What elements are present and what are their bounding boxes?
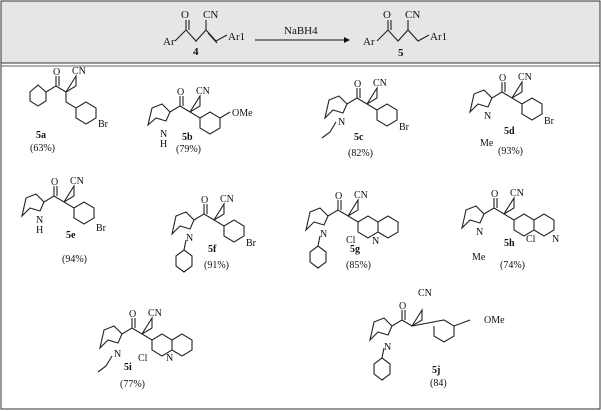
reactant-cn: CN bbox=[203, 9, 218, 21]
5i-quin-n: N bbox=[166, 353, 173, 364]
5h-oxygen: O bbox=[491, 189, 498, 200]
5h-nsub: Me bbox=[472, 252, 486, 263]
5b-n: N bbox=[160, 129, 167, 140]
scheme-header bbox=[1, 1, 600, 63]
5h-quin-n: N bbox=[552, 234, 559, 245]
compound-5b: O CN OMe N H 5b (79%) bbox=[147, 86, 253, 155]
product-ar1: Ar1 bbox=[430, 31, 447, 43]
reactant-ar1: Ar1 bbox=[228, 31, 245, 43]
5g-yield: (85%) bbox=[346, 260, 371, 271]
5f-yield: (91%) bbox=[204, 260, 229, 271]
5j-label: 5j bbox=[432, 365, 440, 376]
5a-cn: CN bbox=[72, 66, 86, 77]
5h-yield: (74%) bbox=[500, 260, 525, 271]
5d-substituent: Br bbox=[544, 116, 555, 127]
5a-substituent: Br bbox=[98, 119, 109, 130]
5e-n: N bbox=[36, 215, 43, 226]
5a-oxygen: O bbox=[53, 67, 60, 78]
5d-oxygen: O bbox=[499, 73, 506, 84]
5d-nsub: Me bbox=[480, 138, 494, 149]
5b-oxygen: O bbox=[177, 87, 184, 98]
5c-oxygen: O bbox=[354, 79, 361, 90]
5i-label: 5i bbox=[124, 362, 132, 373]
5d-cn: CN bbox=[518, 72, 532, 83]
5c-cn: CN bbox=[373, 78, 387, 89]
product-ar: Ar bbox=[363, 36, 375, 48]
5d-yield: (93%) bbox=[498, 146, 523, 157]
5h-n: N bbox=[476, 227, 483, 238]
5j-substituent: OMe bbox=[484, 315, 505, 326]
reactant-4: O CN Ar Ar1 4 bbox=[163, 9, 245, 58]
5f-label: 5f bbox=[208, 244, 217, 255]
5b-nh: H bbox=[160, 139, 167, 150]
5f-n: N bbox=[186, 233, 193, 244]
compound-5a: O CN Br 5a (63%) bbox=[29, 66, 109, 154]
product-5: O CN Ar Ar1 5 bbox=[363, 9, 447, 59]
5e-yield: (94%) bbox=[62, 254, 87, 265]
5i-n: N bbox=[114, 349, 121, 360]
5g-cl: Cl bbox=[346, 235, 356, 246]
compound-5f: O CN Br N 5f (91%) bbox=[171, 194, 257, 273]
5i-cl: Cl bbox=[138, 353, 148, 364]
reactant-oxygen: O bbox=[181, 9, 189, 21]
5h-cn: CN bbox=[510, 188, 524, 199]
5g-label: 5g bbox=[350, 244, 360, 255]
compound-5g: O CN Cl N N 5g (85%) bbox=[305, 190, 399, 271]
5e-oxygen: O bbox=[51, 177, 58, 188]
5c-substituent: Br bbox=[399, 122, 410, 133]
product-oxygen: O bbox=[383, 9, 391, 21]
product-label: 5 bbox=[398, 47, 404, 59]
5j-oxygen: O bbox=[399, 301, 406, 312]
5d-n: N bbox=[484, 111, 491, 122]
compound-5h: O CN Cl N N Me 5h (74%) bbox=[461, 188, 559, 271]
reactant-label: 4 bbox=[193, 46, 199, 58]
5i-cn: CN bbox=[148, 308, 162, 319]
5b-label: 5b bbox=[182, 132, 193, 143]
5h-label: 5h bbox=[504, 238, 515, 249]
5e-substituent: Br bbox=[96, 223, 107, 234]
5i-oxygen: O bbox=[129, 309, 136, 320]
5c-label: 5c bbox=[354, 132, 364, 143]
compound-5c: O CN Br N 5c (82%) bbox=[321, 78, 410, 159]
5h-cl: Cl bbox=[526, 234, 536, 245]
5a-label: 5a bbox=[36, 130, 46, 141]
5f-substituent: Br bbox=[246, 238, 257, 249]
5b-substituent: OMe bbox=[232, 108, 253, 119]
compound-5i: O CN Cl N N 5i (77%) bbox=[97, 308, 193, 390]
5f-oxygen: O bbox=[201, 195, 208, 206]
compound-5d: O CN Br N Me 5d (93%) bbox=[469, 72, 555, 157]
product-cn: CN bbox=[405, 9, 420, 21]
reagent-label: NaBH4 bbox=[284, 25, 318, 37]
compound-5j: O CN OMe N 5j (84) bbox=[369, 288, 505, 389]
5b-yield: (79%) bbox=[176, 144, 201, 155]
5e-label: 5e bbox=[66, 230, 76, 241]
5a-yield: (63%) bbox=[30, 143, 55, 154]
5e-nh: H bbox=[36, 225, 43, 236]
5i-yield: (77%) bbox=[120, 379, 145, 390]
reaction-arrow: NaBH4 bbox=[255, 25, 350, 43]
5c-yield: (82%) bbox=[348, 148, 373, 159]
5b-cn: CN bbox=[196, 86, 210, 97]
compound-5e: O CN Br N H 5e (94%) bbox=[21, 176, 107, 265]
5c-n: N bbox=[338, 117, 345, 128]
5g-oxygen: O bbox=[335, 191, 342, 202]
5d-label: 5d bbox=[504, 126, 515, 137]
5j-cn: CN bbox=[418, 288, 432, 299]
reactant-ar: Ar bbox=[163, 36, 175, 48]
5g-n: N bbox=[320, 229, 327, 240]
5f-cn: CN bbox=[220, 194, 234, 205]
5j-n: N bbox=[384, 342, 391, 353]
5e-cn: CN bbox=[70, 176, 84, 187]
5j-yield: (84) bbox=[430, 378, 447, 389]
5g-quin-n: N bbox=[372, 236, 379, 247]
5g-cn: CN bbox=[354, 190, 368, 201]
